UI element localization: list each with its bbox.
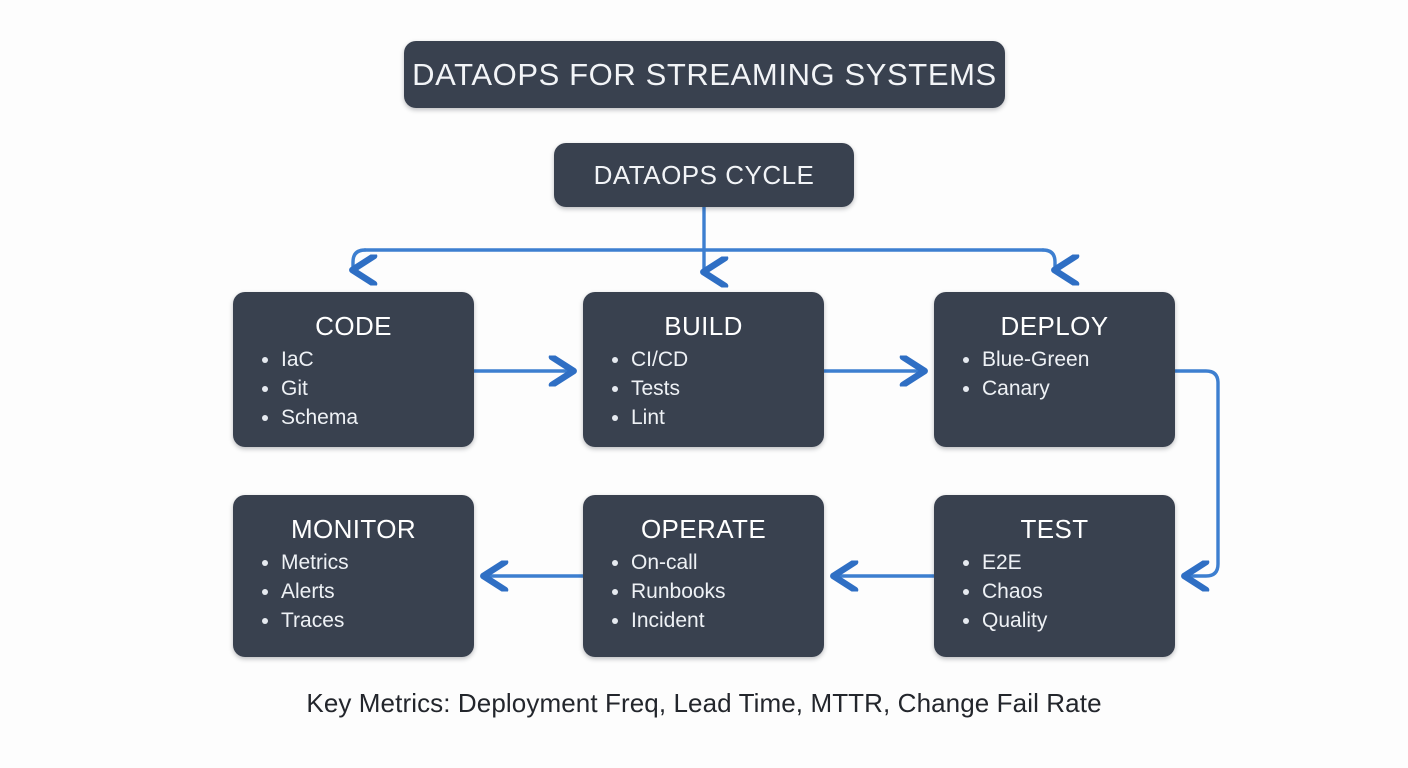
list-item: IaC — [259, 345, 474, 374]
stage-item-list: On-call Runbooks Incident — [583, 548, 824, 635]
list-item: Lint — [609, 403, 824, 432]
hub-node-dataops-cycle[interactable]: DATAOPS CYCLE — [554, 143, 854, 207]
stage-node-title: OPERATE — [640, 514, 767, 544]
list-item: CI/CD — [609, 345, 824, 374]
list-item: Blue-Green — [960, 345, 1175, 374]
stage-item-list: IaC Git Schema — [233, 345, 474, 432]
list-item: Canary — [960, 374, 1175, 403]
stage-item-list: Blue-Green Canary — [934, 345, 1175, 403]
page-title: DATAOPS FOR STREAMING SYSTEMS — [412, 56, 997, 92]
list-item: Git — [259, 374, 474, 403]
stage-item-list: Metrics Alerts Traces — [233, 548, 474, 635]
stage-node-test[interactable]: TEST E2E Chaos Quality — [934, 495, 1175, 657]
diagram-title-box: DATAOPS FOR STREAMING SYSTEMS — [404, 41, 1005, 108]
stage-node-title: MONITOR — [290, 514, 417, 544]
list-item: E2E — [960, 548, 1175, 577]
stage-node-title: CODE — [315, 311, 392, 341]
list-item: Incident — [609, 606, 824, 635]
stage-item-list: E2E Chaos Quality — [934, 548, 1175, 635]
list-item: Runbooks — [609, 577, 824, 606]
list-item: Traces — [259, 606, 474, 635]
list-item: Metrics — [259, 548, 474, 577]
list-item: Quality — [960, 606, 1175, 635]
stage-node-code[interactable]: CODE IaC Git Schema — [233, 292, 474, 447]
connector-hub-to-deploy — [1041, 248, 1055, 270]
stage-item-list: CI/CD Tests Lint — [583, 345, 824, 432]
connector-hub-bus — [353, 248, 365, 270]
stage-node-deploy[interactable]: DEPLOY Blue-Green Canary — [934, 292, 1175, 447]
list-item: Chaos — [960, 577, 1175, 606]
list-item: Schema — [259, 403, 474, 432]
hub-node-label: DATAOPS CYCLE — [593, 159, 815, 190]
stage-node-title: DEPLOY — [1000, 311, 1109, 341]
connector-deploy-to-test — [1173, 369, 1220, 576]
stage-node-title: TEST — [1020, 514, 1089, 544]
stage-node-build[interactable]: BUILD CI/CD Tests Lint — [583, 292, 824, 447]
stage-node-title: BUILD — [664, 311, 743, 341]
stage-node-monitor[interactable]: MONITOR Metrics Alerts Traces — [233, 495, 474, 657]
list-item: Tests — [609, 374, 824, 403]
stage-node-operate[interactable]: OPERATE On-call Runbooks Incident — [583, 495, 824, 657]
list-item: Alerts — [259, 577, 474, 606]
list-item: On-call — [609, 548, 824, 577]
key-metrics-caption: Key Metrics: Deployment Freq, Lead Time,… — [306, 688, 1102, 718]
